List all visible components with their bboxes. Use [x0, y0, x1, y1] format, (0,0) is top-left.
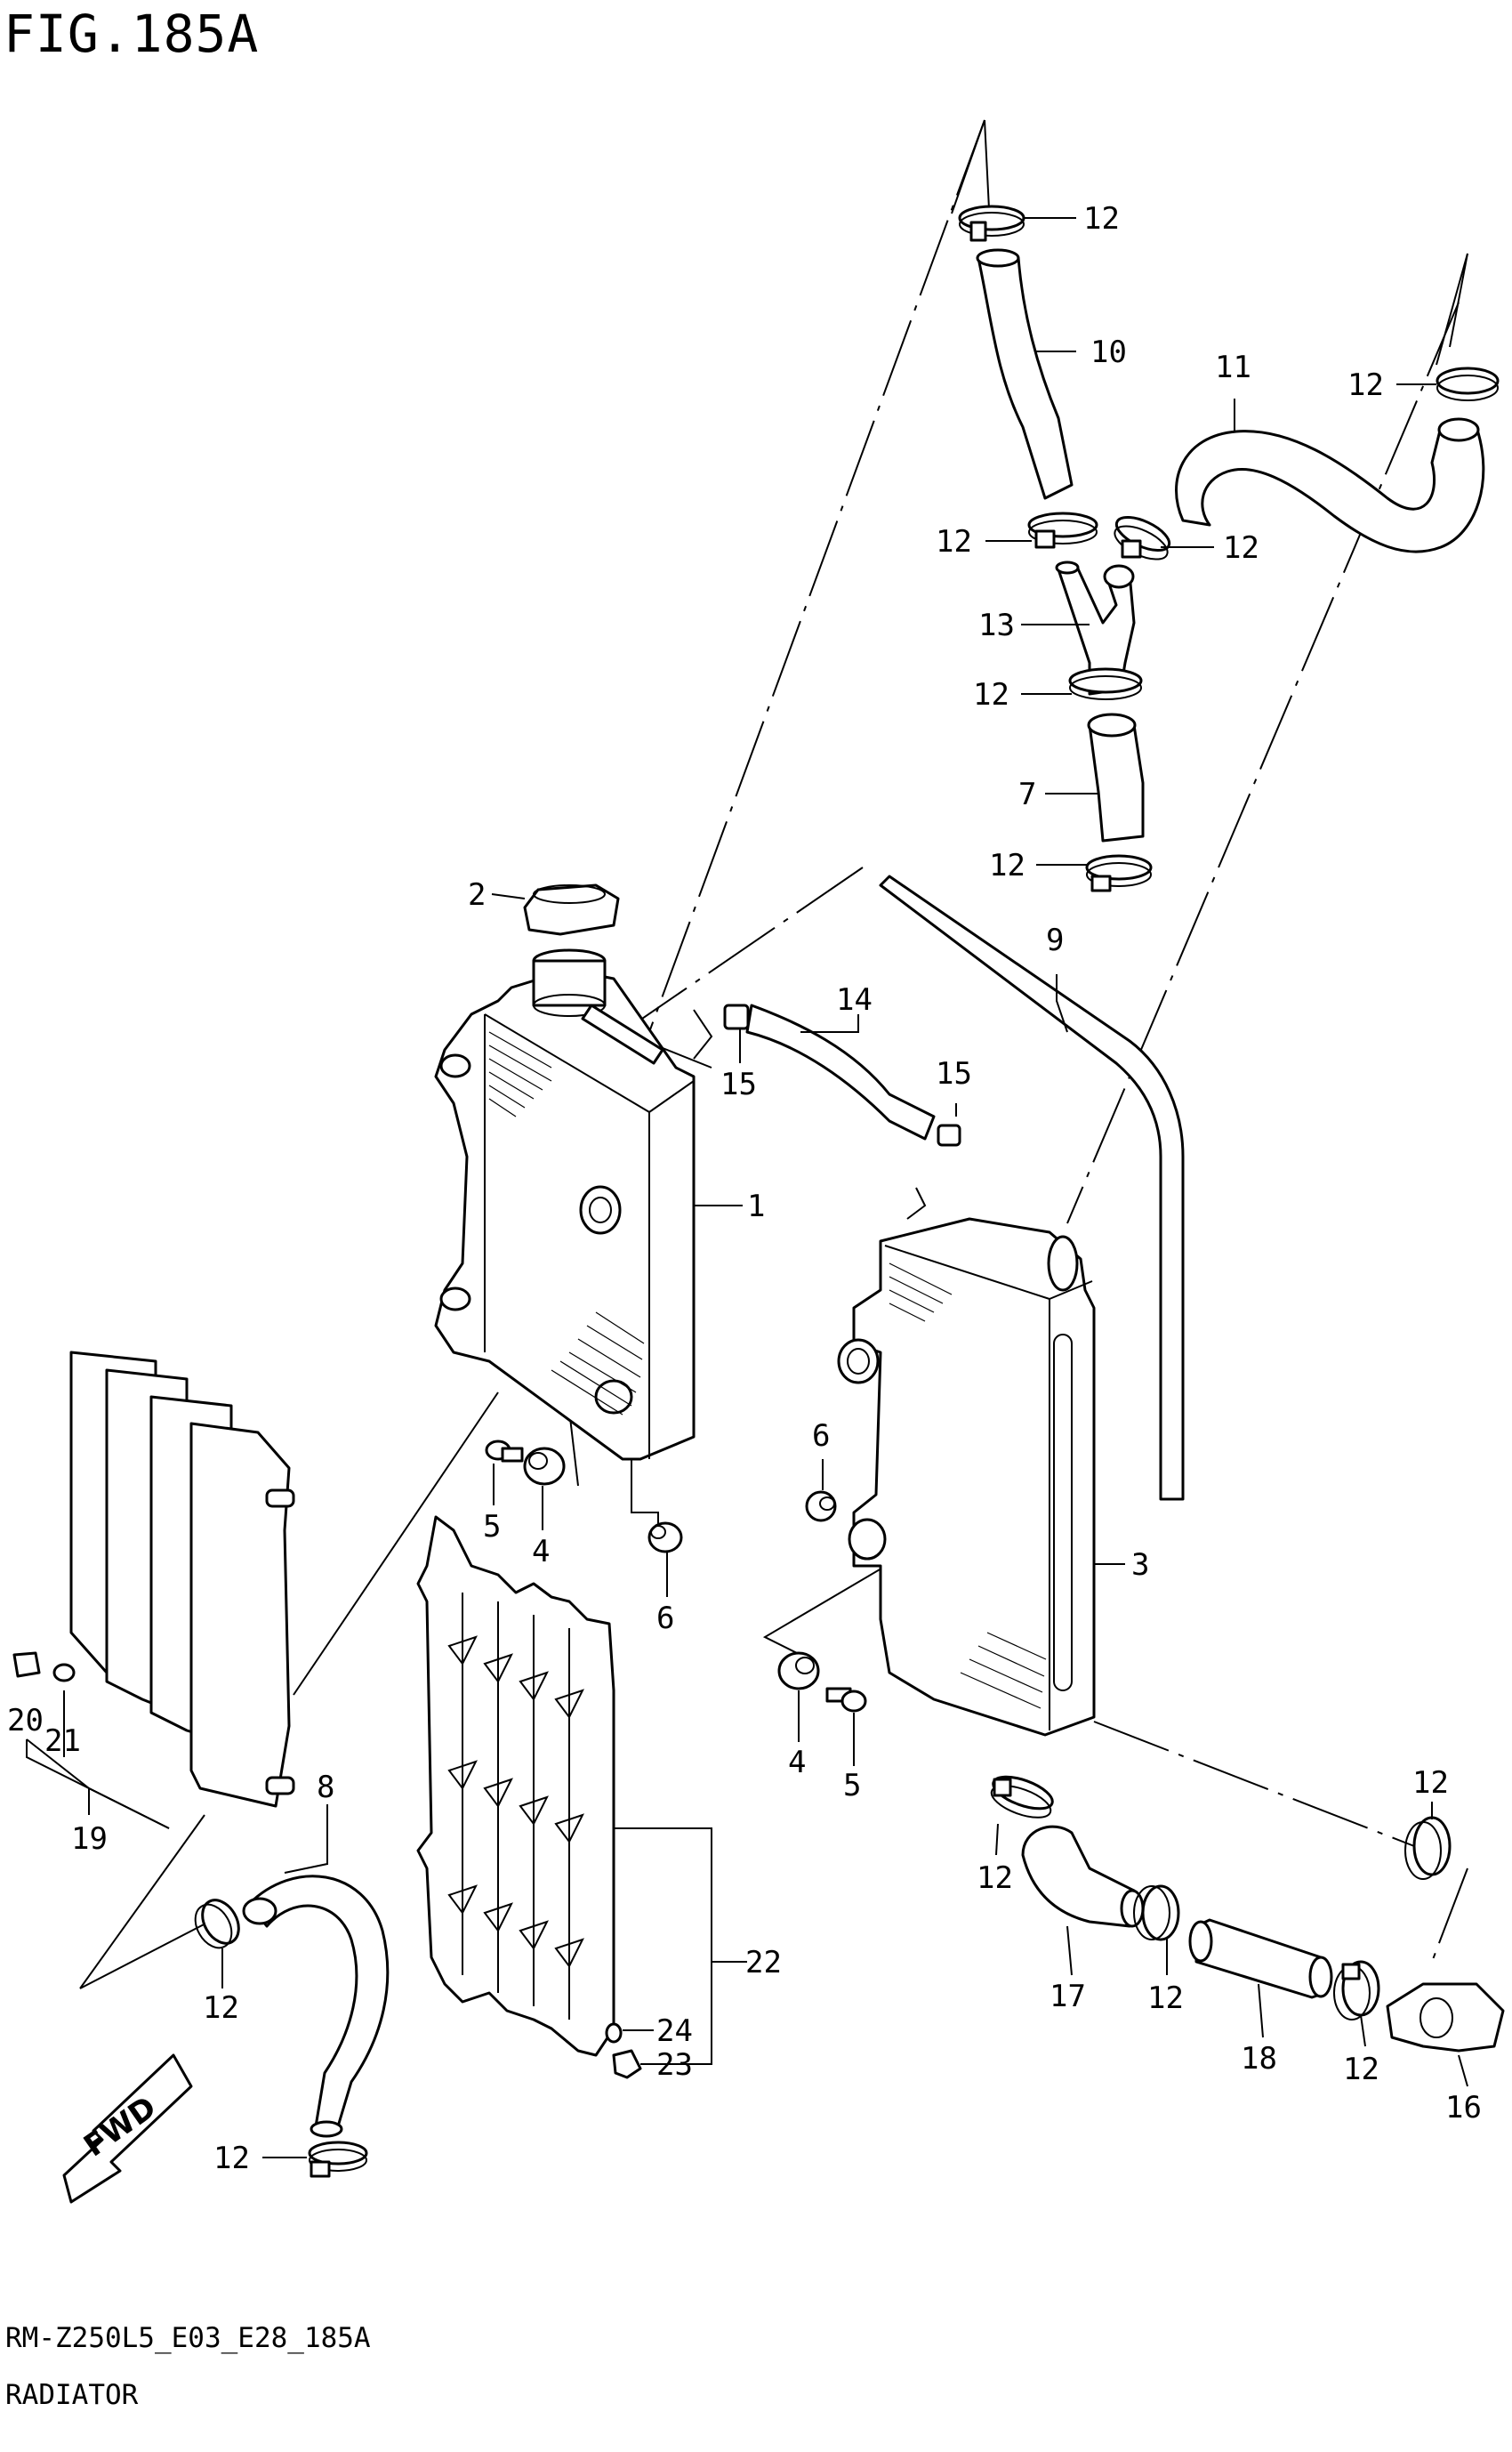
radiator-louver-22 [416, 1515, 615, 2057]
callout: 10 [1090, 335, 1127, 370]
callout: 12 [973, 677, 1009, 713]
callout: 12 [1223, 530, 1259, 566]
callout: 15 [720, 1067, 757, 1102]
callout: 12 [203, 1990, 239, 2026]
reference-lines [79, 119, 1468, 1989]
hose-11 [1175, 425, 1485, 553]
nut-21 [52, 1663, 76, 1682]
callout: 4 [788, 1745, 806, 1780]
radiator-cap-2 [523, 883, 620, 936]
grommet-4 [523, 1447, 566, 1486]
mounting-hardware [485, 1440, 867, 1713]
callout: 13 [978, 608, 1015, 643]
nut-23 [612, 2049, 642, 2079]
callout: 2 [468, 877, 486, 913]
callout: 9 [1046, 923, 1064, 958]
hose-clamp [194, 1899, 240, 1949]
hose-14 [745, 1004, 936, 1141]
callout: 20 [7, 1703, 44, 1738]
hose-16 [1386, 1982, 1505, 2053]
callout: 16 [1445, 2090, 1482, 2125]
callout: 5 [483, 1509, 501, 1545]
hose-17 [1021, 1825, 1136, 1928]
hose-clamp [1133, 1884, 1180, 1941]
grommet-4 [777, 1651, 820, 1690]
callout: 19 [71, 1821, 108, 1857]
callout: 7 [1018, 777, 1036, 812]
hose-clamp [1114, 515, 1171, 561]
hose-clamp [990, 1775, 1054, 1819]
callout: 12 [989, 848, 1025, 883]
callout: 3 [1131, 1547, 1149, 1583]
hose-8 [247, 1875, 390, 2128]
hose-clamp [1333, 1960, 1380, 2020]
bolt-5 [825, 1687, 867, 1713]
hose-10 [977, 256, 1074, 500]
callout: 14 [836, 982, 873, 1018]
callout: 6 [656, 1601, 674, 1636]
hose-clamp [958, 205, 1025, 242]
callout: 1 [747, 1189, 765, 1224]
collar-6 [647, 1521, 683, 1553]
callout: 12 [1343, 2052, 1379, 2087]
upper-hose-assembly [958, 205, 1500, 892]
hose-14-assembly [723, 1004, 961, 1147]
callout: 11 [1215, 350, 1251, 385]
hose-clamp [1068, 667, 1143, 700]
figure-title: FIG.185A [4, 4, 260, 64]
figure-name: RADIATOR [5, 2379, 139, 2411]
pipe-18 [1194, 1918, 1327, 1999]
leader-lines [26, 217, 1468, 2158]
callout: 6 [812, 1418, 830, 1454]
callout: 12 [936, 524, 972, 560]
hose-clamp [1436, 367, 1500, 401]
callout: 12 [213, 2141, 250, 2176]
hose-clamp [1404, 1816, 1452, 1880]
callout: 12 [1347, 367, 1384, 403]
callout: 24 [656, 2013, 693, 2049]
radiator-left-1 [434, 948, 696, 1461]
hose-clamp [308, 2141, 368, 2178]
callout: 18 [1241, 2041, 1277, 2077]
clip-20 [12, 1651, 41, 1678]
callout: 15 [936, 1056, 972, 1092]
callout: 5 [843, 1768, 861, 1803]
lower-right-hose-assembly [990, 1775, 1505, 2053]
callout: 4 [532, 1534, 550, 1569]
fwd-arrow-icon: FWD [62, 2053, 193, 2204]
figure-code: RM-Z250L5_E03_E28_185A [5, 2322, 371, 2354]
callout: 17 [1050, 1979, 1086, 2014]
callout: 23 [656, 2047, 693, 2083]
callout: 8 [317, 1770, 334, 1805]
hose-clamp [1027, 512, 1098, 549]
callout: 12 [977, 1860, 1013, 1896]
hose-7 [1088, 723, 1145, 843]
hose-8-assembly [194, 1875, 390, 2178]
callout: 12 [1147, 1980, 1184, 2016]
collar-6 [805, 1490, 837, 1522]
callout: 12 [1412, 1765, 1449, 1801]
callout: 22 [745, 1945, 782, 1980]
callout: 21 [44, 1723, 81, 1759]
hose-clamp [1085, 854, 1153, 892]
callout: 12 [1083, 201, 1120, 237]
radiator-right-3 [837, 1217, 1096, 1737]
washer-24 [605, 2022, 623, 2044]
hose-9 [879, 875, 1185, 1501]
radiator-shroud-19 [69, 1351, 295, 1808]
callout-labels: 12 10 11 12 12 12 13 12 7 12 2 9 14 15 1… [7, 201, 1482, 2176]
bolt-5 [485, 1440, 524, 1463]
